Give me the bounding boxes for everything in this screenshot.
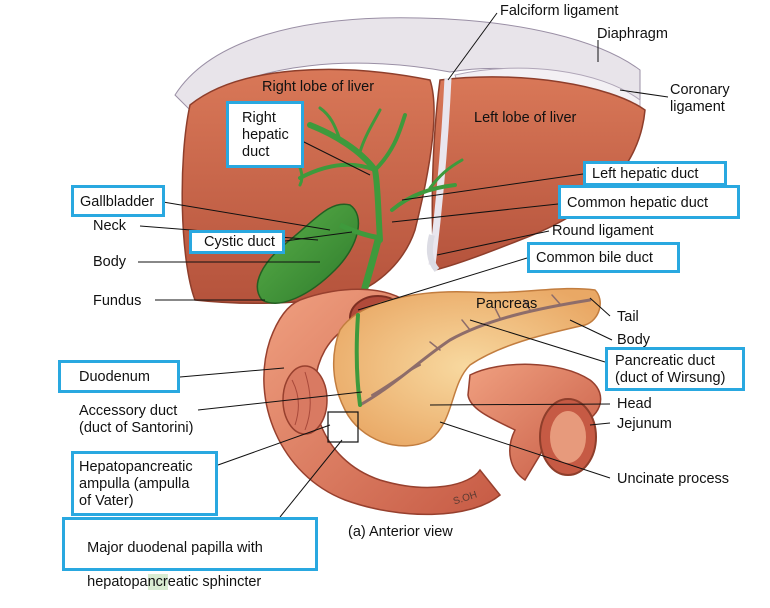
- label-pancreatic-duct: Pancreatic duct (duct of Wirsung): [615, 353, 726, 386]
- pancreatic-ducts: [354, 294, 592, 407]
- cystic-duct-path: [338, 222, 381, 241]
- label-head: Head: [617, 396, 652, 412]
- label-right-lobe: Right lobe of liver: [262, 79, 375, 95]
- label-diaphragm: Diaphragm: [597, 26, 668, 42]
- leader-lines: [138, 12, 669, 518]
- label-neck: Neck: [93, 218, 127, 234]
- diaphragm: [174, 17, 641, 111]
- round-ligament: [426, 234, 440, 272]
- anatomy-diagram: Falciform ligament Diaphragm Coronary li…: [58, 3, 745, 590]
- box-common-hepatic-duct: Common hepatic duct: [558, 185, 740, 219]
- label-falciform-ligament: Falciform ligament: [500, 3, 619, 19]
- label-jejunum: Jejunum: [617, 416, 672, 432]
- box-pancreatic-duct: Pancreatic duct (duct of Wirsung): [605, 347, 745, 391]
- figure-caption: (a) Anterior view: [348, 524, 453, 540]
- label-hepatopancreatic-ampulla: Hepatopancreatic ampulla (ampulla of Vat…: [79, 459, 193, 509]
- label-common-hepatic-duct: Common hepatic duct: [567, 195, 709, 211]
- box-gallbladder: Gallbladder: [71, 185, 165, 217]
- label-gallbladder-body: Body: [93, 254, 127, 270]
- label-common-bile-duct: Common bile duct: [536, 250, 653, 266]
- label-coronary-ligament: Coronary ligament: [670, 82, 730, 115]
- box-left-hepatic-duct: Left hepatic duct: [583, 161, 727, 186]
- box-hepatopancreatic-ampulla: Hepatopancreatic ampulla (ampulla of Vat…: [71, 451, 218, 516]
- box-right-hepatic-duct: Right hepatic duct: [226, 101, 304, 168]
- label-major-duodenal-papilla: Major duodenal papilla with hepatopancre…: [71, 523, 263, 608]
- label-tail: Tail: [617, 309, 639, 325]
- label-cystic-duct: Cystic duct: [204, 234, 275, 250]
- label-right-hepatic-duct: Right hepatic duct: [242, 110, 289, 160]
- box-common-bile-duct: Common bile duct: [527, 242, 680, 273]
- box-duodenum: Duodenum: [58, 360, 180, 393]
- falciform-ligament: [428, 77, 452, 266]
- papilla-marker-box: [327, 411, 359, 443]
- label-major-papilla-line2-highlight: ncr: [147, 574, 168, 590]
- label-round-ligament: Round ligament: [552, 223, 654, 239]
- label-left-lobe: Left lobe of liver: [474, 110, 577, 126]
- label-uncinate-process: Uncinate process: [617, 471, 730, 487]
- label-major-papilla-line2a: hepatopa: [87, 574, 148, 590]
- label-pancreas-body: Body: [617, 332, 651, 348]
- pancreas: [332, 287, 601, 447]
- label-fundus: Fundus: [93, 293, 142, 309]
- label-duodenum: Duodenum: [79, 369, 150, 385]
- label-major-papilla-line2b: eatic sphincter: [167, 574, 262, 590]
- label-major-papilla-line1: Major duodenal papilla with: [87, 540, 263, 556]
- box-cystic-duct: Cystic duct: [189, 230, 285, 254]
- liver-left-lobe: [431, 76, 646, 271]
- label-left-hepatic-duct: Left hepatic duct: [592, 166, 699, 182]
- label-accessory-duct: Accessory duct (duct of Santorini): [79, 403, 194, 436]
- label-gallbladder: Gallbladder: [80, 194, 155, 210]
- box-major-duodenal-papilla: Major duodenal papilla with hepatopancre…: [62, 517, 318, 590]
- label-pancreas: Pancreas: [476, 296, 538, 312]
